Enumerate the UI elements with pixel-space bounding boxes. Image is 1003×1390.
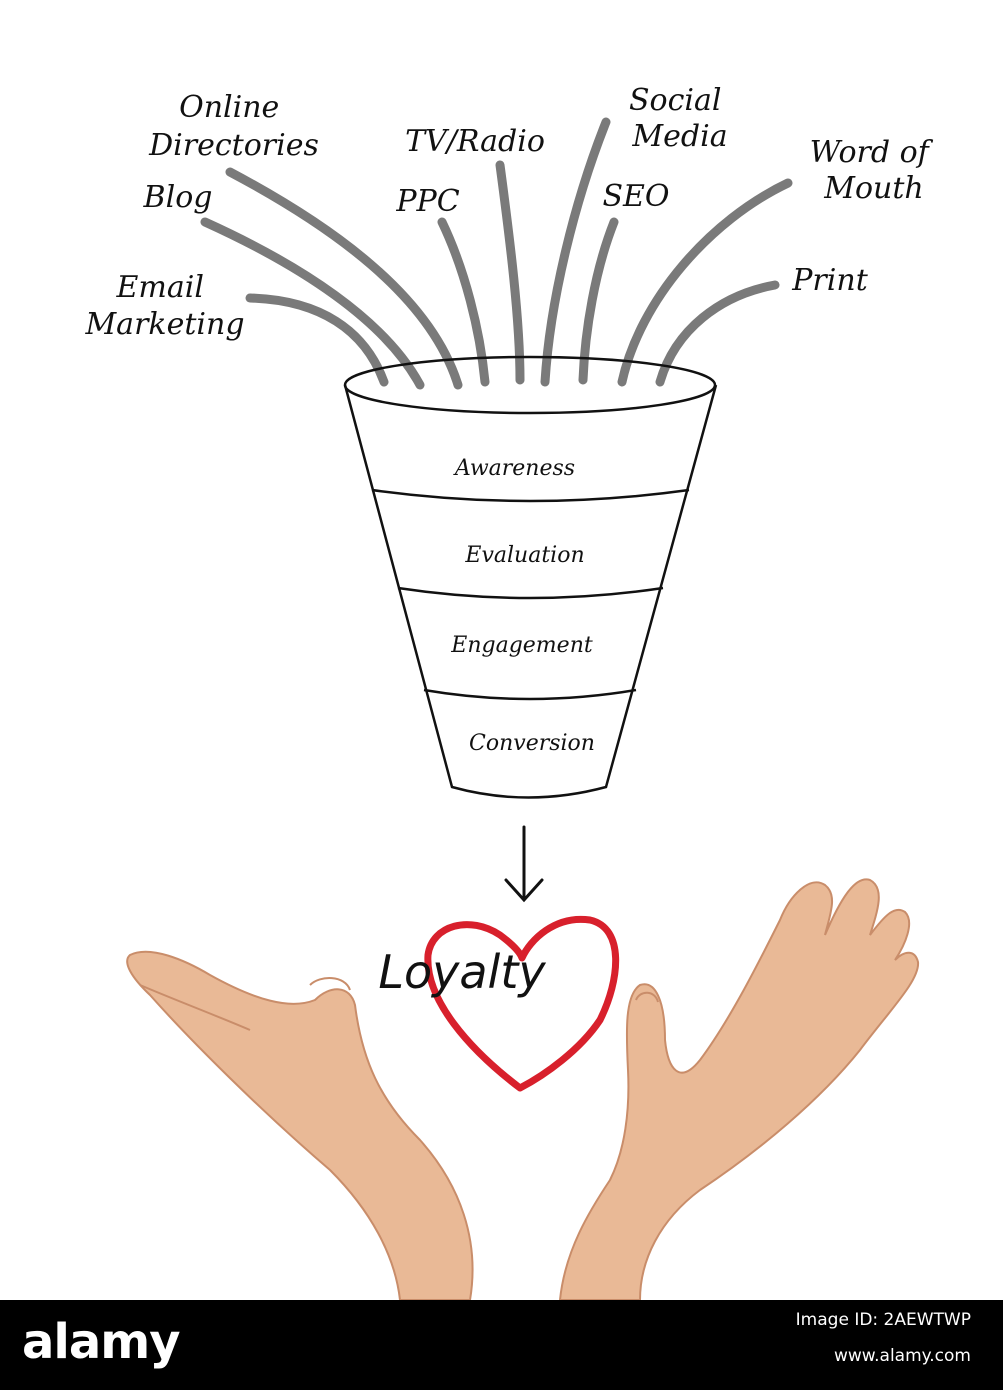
source-label-online-directories: Online Directories — [148, 90, 319, 163]
left-hand-illustration — [126, 950, 474, 1300]
down-arrow-icon — [504, 825, 544, 903]
source-label-word-of-mouth: Word of Mouth — [810, 135, 939, 206]
source-labels: Email Marketing Blog Online Directories … — [84, 83, 939, 342]
site-url-text: www.alamy.com — [833, 1346, 971, 1366]
stage-label-conversion: Conversion — [469, 731, 595, 756]
connector-tv-radio — [495, 160, 525, 385]
heart-icon — [424, 915, 620, 1092]
connector-seo — [578, 217, 619, 385]
source-label-blog: Blog — [143, 180, 213, 215]
connector-online-directories — [225, 167, 463, 390]
connector-email-marketing — [245, 293, 389, 387]
funnel-divider-3 — [423, 688, 637, 701]
connector-word-of-mouth — [617, 178, 793, 387]
right-hand-illustration — [558, 878, 920, 1300]
funnel-divider-2 — [397, 586, 664, 600]
brand-logo: alamy — [22, 1314, 181, 1370]
connector-blog — [200, 217, 425, 390]
funnel-rim — [343, 355, 717, 415]
funnel-divider-1 — [371, 488, 690, 503]
connector-print — [655, 280, 780, 387]
source-label-seo: SEO — [602, 179, 669, 214]
source-label-email-marketing: Email Marketing — [84, 270, 244, 342]
stage-label-evaluation: Evaluation — [464, 543, 584, 568]
image-id-text: Image ID: 2AEWTWP — [795, 1310, 971, 1330]
loyalty-label: Loyalty — [378, 945, 546, 999]
stage-label-engagement: Engagement — [450, 633, 593, 658]
funnel-diagram: Email Marketing Blog Online Directories … — [84, 83, 939, 1300]
connector-ppc — [437, 217, 490, 387]
source-label-social-media: Social Media — [629, 83, 731, 154]
source-label-ppc: PPC — [395, 184, 459, 219]
source-connectors — [200, 117, 793, 390]
stage-label-awareness: Awareness — [453, 456, 575, 481]
funnel — [343, 355, 718, 799]
connector-social-media — [540, 117, 611, 387]
funnel-outline — [343, 384, 718, 799]
source-label-print: Print — [791, 263, 868, 298]
funnel-stage-labels: Awareness Evaluation Engagement Conversi… — [450, 456, 595, 756]
source-label-tv-radio: TV/Radio — [405, 124, 545, 159]
footer-bar: alamy Image ID: 2AEWTWP www.alamy.com — [0, 1300, 1003, 1390]
